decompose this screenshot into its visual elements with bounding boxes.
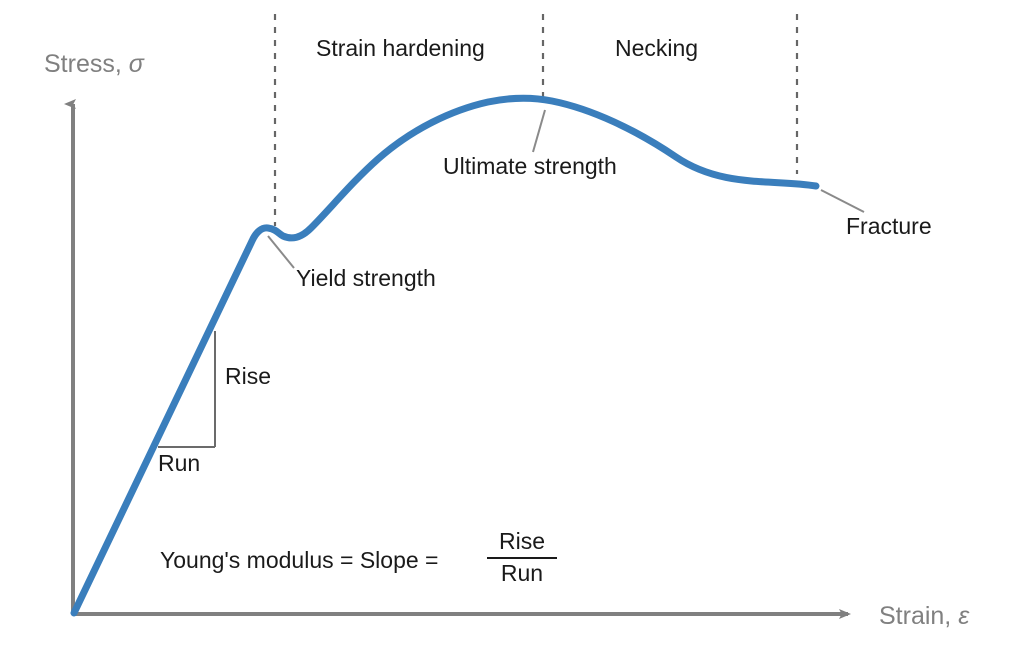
stress-strain-curve: [70, 94, 820, 617]
fraction-bar: [487, 557, 557, 560]
rise-over-run-fraction: Rise Run: [487, 528, 557, 587]
fraction-denominator: Run: [500, 560, 544, 587]
y-axis-label-symbol: σ: [128, 50, 144, 78]
x-axis-label: Strain, ε: [879, 604, 969, 629]
annotation-yield-strength: Yield strength: [296, 265, 436, 291]
x-axis-label-text: Strain,: [879, 602, 959, 630]
annotation-ultimate-strength: Ultimate strength: [443, 153, 617, 179]
region-label-necking: Necking: [615, 35, 699, 61]
youngs-modulus-formula-text: Young's modulus = Slope =: [160, 547, 439, 573]
leader-yield-strength: [267, 235, 295, 269]
rise-label: Rise: [225, 363, 272, 389]
y-axis-label-text: Stress,: [44, 50, 129, 78]
x-axis-label-symbol: ε: [958, 602, 970, 630]
region-label-strain-hardening: Strain hardening: [316, 35, 485, 61]
y-axis-label: Stress, σ: [44, 52, 144, 77]
leader-fracture: [820, 189, 865, 213]
annotation-fracture: Fracture: [846, 213, 932, 239]
fraction-numerator: Rise: [498, 528, 545, 554]
run-label: Run: [158, 450, 201, 476]
leader-ultimate-strength: [532, 109, 546, 153]
